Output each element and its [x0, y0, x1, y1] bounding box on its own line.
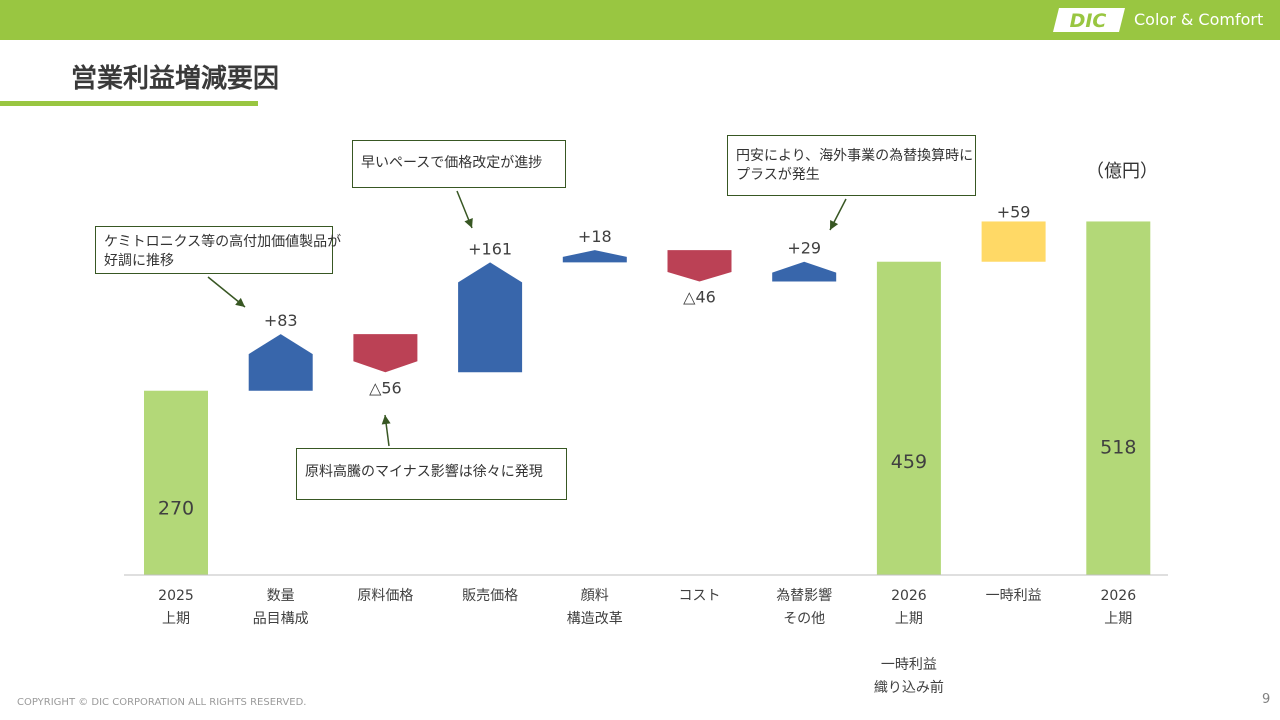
page-title: 営業利益増減要因 — [71, 64, 280, 94]
annotation-fx-line2: プラスが発生 — [736, 167, 820, 183]
category-label-8-0: 一時利益 — [986, 588, 1042, 604]
copyright-notice: COPYRIGHT © DIC CORPORATION ALL RIGHTS R… — [17, 697, 307, 708]
category-label-5-0: コスト — [679, 588, 721, 604]
data-label-0: 270 — [158, 498, 194, 520]
annotation-price-revision: 早いペースで価格改定が進捗 — [352, 140, 566, 188]
dic-logo: DIC — [1053, 8, 1125, 32]
annotation-arrowhead-3 — [830, 219, 839, 230]
annotation-raw-material-line1: 原料高騰のマイナス影響は徐々に発現 — [305, 464, 543, 480]
bar-total-9 — [1086, 221, 1151, 575]
category-label-2-0: 原料価格 — [357, 588, 413, 604]
data-label-5: △46 — [683, 288, 716, 307]
category-label-6-0: 為替影響 — [776, 587, 832, 604]
data-label-6: +29 — [787, 239, 821, 258]
category-label-9-0: 2026 — [1100, 588, 1136, 604]
category-label-7-3: 一時利益 — [881, 657, 937, 673]
annotation-arrowhead-0 — [235, 297, 245, 307]
bar-increase-3 — [458, 262, 523, 373]
category-label-7-0: 2026 — [891, 588, 927, 604]
bar-increase-1 — [248, 334, 313, 391]
category-label-0-0: 2025 — [158, 588, 194, 604]
data-label-8: +59 — [997, 202, 1031, 221]
bar-decrease-5 — [667, 250, 732, 282]
annotation-fx: 円安により、海外事業の為替換算時に プラスが発生 — [727, 135, 976, 196]
title-underline — [0, 101, 258, 106]
annotation-chemitronics-line1: ケミトロニクス等の高付加価値製品が — [104, 234, 342, 250]
category-label-4-1: 構造改革 — [567, 611, 623, 627]
category-label-1-0: 数量 — [267, 588, 295, 604]
data-label-7: 459 — [891, 451, 927, 473]
bar-total-7 — [876, 261, 941, 575]
data-label-9: 518 — [1100, 437, 1136, 459]
category-label-6-1: その他 — [783, 611, 825, 627]
data-label-2: △56 — [369, 378, 402, 397]
brand-tagline: Color & Comfort — [1134, 10, 1264, 29]
logo-text: DIC — [1070, 10, 1107, 32]
annotation-price-revision-line1: 早いペースで価格改定が進捗 — [361, 155, 543, 171]
category-label-0-1: 上期 — [162, 611, 190, 627]
category-label-9-1: 上期 — [1104, 611, 1132, 627]
page-number: 9 — [1262, 692, 1271, 707]
data-label-3: +161 — [468, 239, 512, 258]
bar-decrease-2 — [353, 334, 418, 373]
category-label-3-0: 販売価格 — [462, 588, 518, 604]
bar-increase-6 — [772, 261, 837, 282]
data-label-1: +83 — [264, 311, 298, 330]
category-label-4-0: 顔料 — [581, 588, 609, 604]
unit-label: （億円） — [1086, 161, 1158, 182]
bar-one-off-8 — [981, 221, 1046, 262]
bar-total-0 — [144, 390, 208, 575]
bar-increase-4 — [562, 250, 627, 263]
category-label-7-1: 上期 — [895, 611, 923, 627]
annotation-fx-line1: 円安により、海外事業の為替換算時に — [736, 148, 974, 164]
data-label-4: +18 — [578, 227, 612, 246]
annotation-chemitronics: ケミトロニクス等の高付加価値製品が 好調に推移 — [95, 226, 342, 274]
category-label-1-1: 品目構成 — [253, 611, 309, 627]
category-label-7-4: 織り込み前 — [874, 679, 944, 696]
annotation-arrowhead-1 — [464, 217, 473, 228]
annotation-raw-material: 原料高騰のマイナス影響は徐々に発現 — [296, 448, 567, 500]
annotation-arrowhead-2 — [381, 415, 391, 425]
annotation-chemitronics-line2: 好調に推移 — [104, 253, 174, 269]
